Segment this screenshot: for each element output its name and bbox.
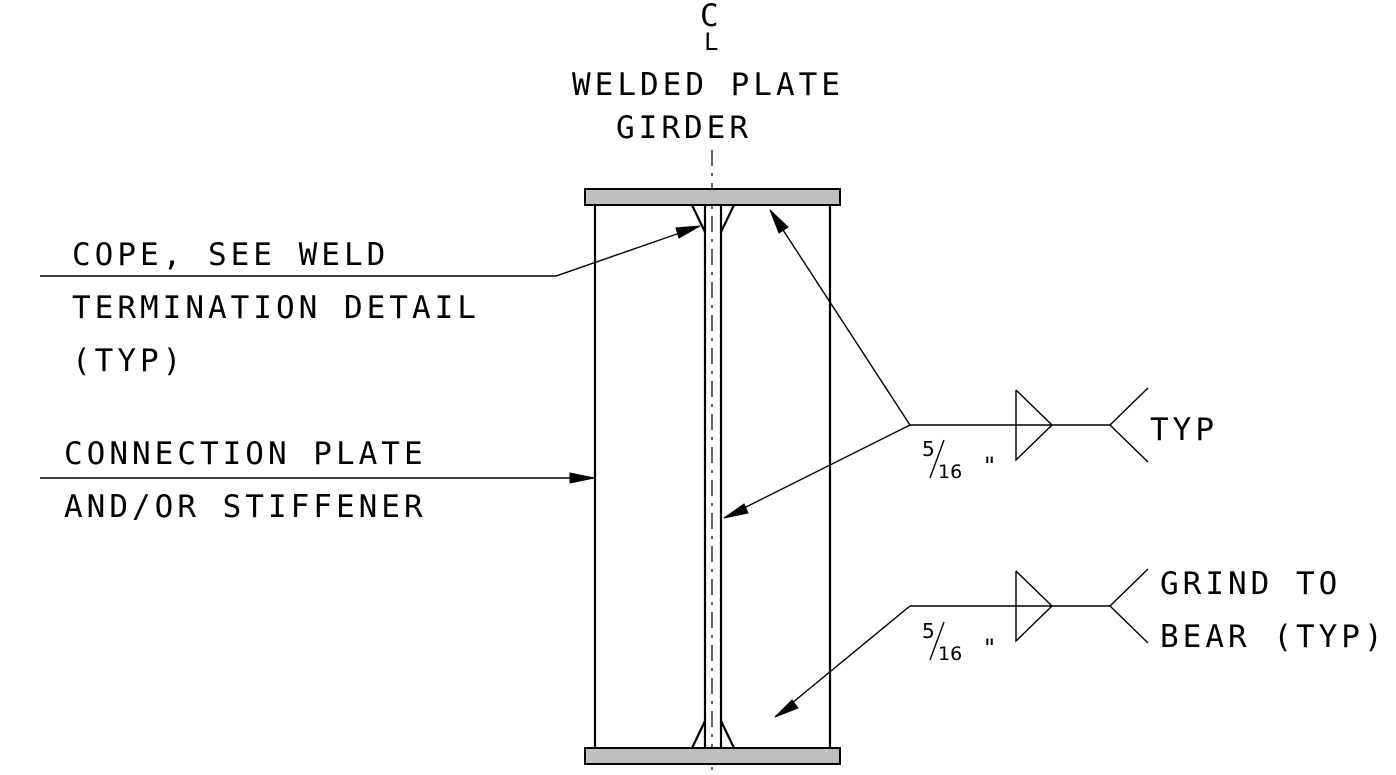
cope-chamfer-bottom-left [691,720,706,749]
lower-weld-size-numerator: 5 [922,619,935,643]
cope-chamfer-top-right [720,204,735,233]
plate-note-line2: AND/OR STIFFENER [64,489,427,525]
cope-chamfer-top-left [691,204,706,233]
lower-weld-arrowhead [774,699,799,718]
cope-note-line1: COPE, SEE WELD [72,237,389,273]
cope-chamfer-bottom-right [720,720,735,749]
upper-weld-size-denominator: 16 [938,461,962,483]
lower-weld-fraction-bar [929,621,945,661]
upper-weld-arrowhead-top [769,209,789,234]
upper-weld-arrowhead-web [723,503,749,519]
cope-note-line2: TERMINATION DETAIL [72,290,480,326]
cope-note-line3: (TYP) [72,343,185,379]
upper-weld-fraction-bar [929,439,945,479]
lower-weld-tail-note-line1: GRIND TO [1160,566,1341,602]
centerline-symbol-l: L [704,28,722,56]
lower-weld-size-unit: " [984,634,995,662]
lower-weld-tail [1108,568,1149,644]
cope-note-arrowhead [675,225,701,239]
upper-weld-tail-note: TYP [1150,412,1218,448]
plate-note-line1: CONNECTION PLATE [64,436,427,472]
lower-weld-size-denominator: 16 [938,643,962,665]
upper-weld-size-numerator: 5 [922,437,935,461]
lower-fillet-weld-symbol [1015,570,1054,643]
top-flange [584,188,841,206]
upper-fillet-weld-symbol [1015,389,1054,462]
girder-title-line1: WELDED PLATE [572,67,844,103]
upper-weld-tail [1108,387,1149,463]
upper-weld-leader-top [769,209,911,426]
plate-note-arrowhead [569,472,595,484]
bottom-flange [584,747,841,765]
girder-title-line2: GIRDER [616,110,752,146]
centerline-symbol-c: C [700,0,723,34]
upper-weld-leader-web [723,424,911,519]
lower-weld-tail-note-line2: BEAR (TYP) [1160,619,1387,655]
lower-weld-leader [774,605,911,718]
upper-weld-size-unit: " [984,452,995,480]
cope-note-leader [40,225,701,277]
